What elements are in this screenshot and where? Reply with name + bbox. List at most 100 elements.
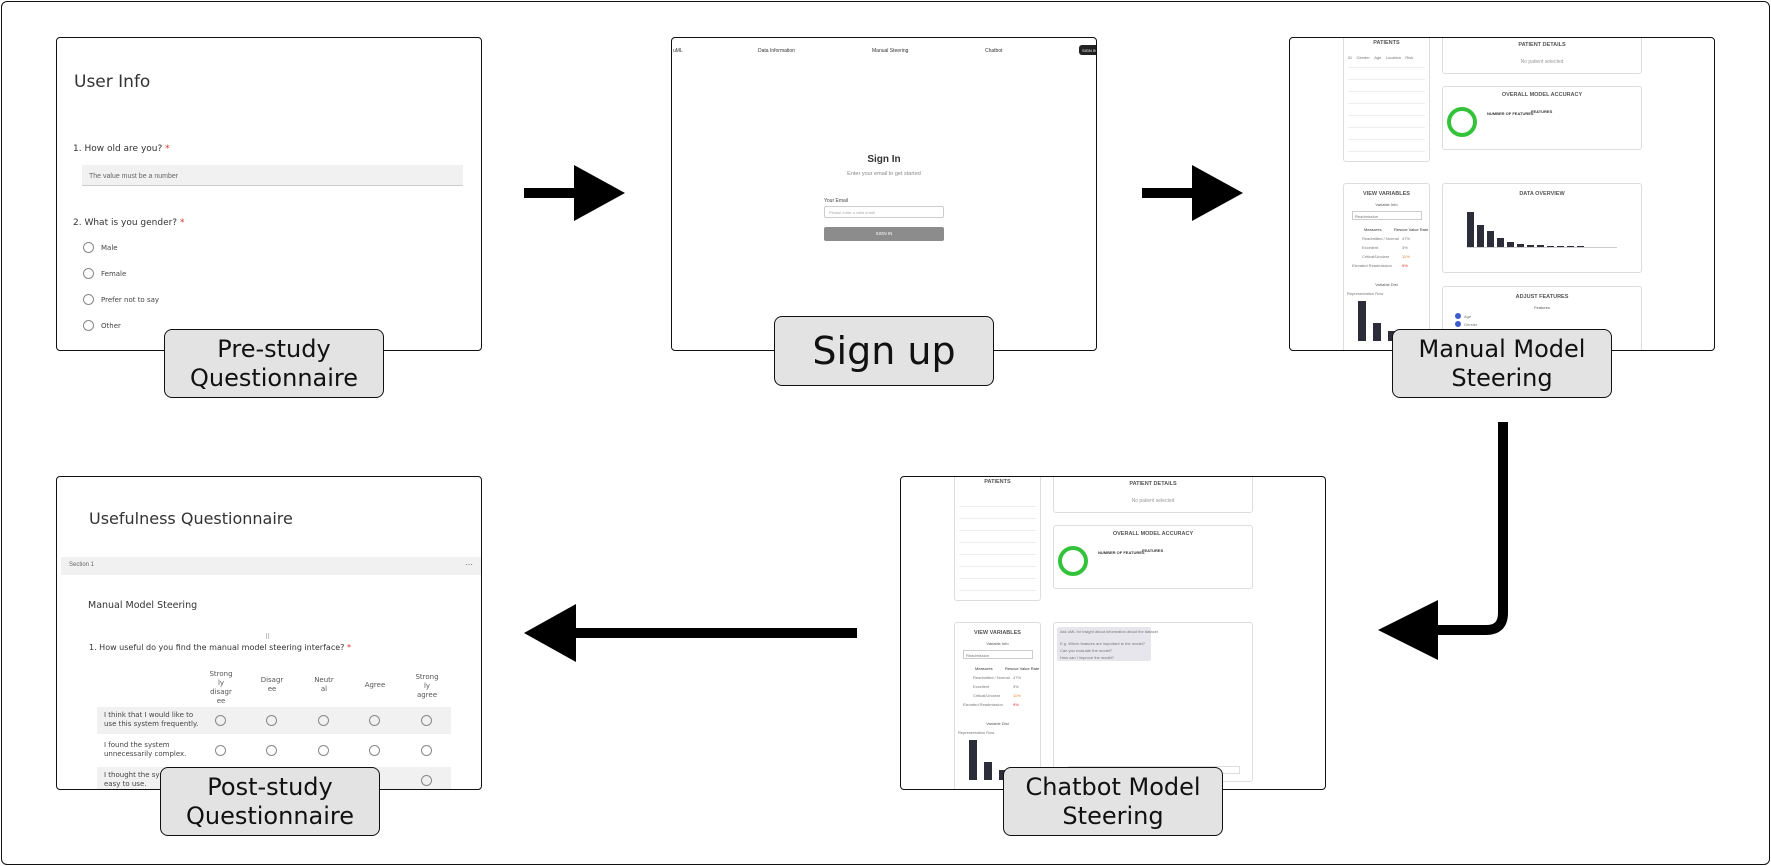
table-row[interactable]	[1348, 79, 1425, 80]
row-statement: I found the system unnecessarily complex…	[104, 741, 187, 758]
col-strongly-disagree: Strong ly disagr ee	[209, 670, 233, 705]
arrow-right-2	[1142, 165, 1243, 221]
table-row[interactable]	[959, 518, 1036, 519]
gender-checkbox-label: Gender	[1464, 322, 1478, 327]
features-label: FEATURES	[1531, 109, 1553, 114]
likert-radio[interactable]	[318, 745, 329, 756]
section-subtitle: Manual Model Steering	[88, 600, 198, 611]
caption-line: Questionnaire	[189, 363, 359, 392]
table-row[interactable]	[1348, 139, 1425, 140]
likert-radio[interactable]	[215, 715, 226, 726]
likert-radio[interactable]	[318, 715, 329, 726]
caption-line: Steering	[1062, 801, 1164, 830]
nav-data-info[interactable]: Data Information	[758, 48, 795, 54]
likert-radio[interactable]	[421, 775, 432, 786]
table-row[interactable]	[1348, 151, 1425, 152]
variable-select[interactable]: Readmission	[963, 650, 1033, 659]
likert-radio[interactable]	[421, 715, 432, 726]
section-menu-icon[interactable]: ⋯	[465, 560, 473, 569]
likert-radio[interactable]	[215, 745, 226, 756]
form-title: User Info	[74, 72, 151, 92]
features-sub-label: Features	[1534, 305, 1550, 310]
accuracy-donut	[1058, 546, 1088, 576]
col-strongly-agree: Strong ly agree	[415, 673, 439, 699]
drag-handle-icon[interactable]: ⠿	[265, 634, 271, 641]
measures-header: Measures	[1364, 227, 1382, 232]
radio-male[interactable]	[83, 242, 94, 253]
table-row[interactable]	[959, 554, 1036, 555]
chat-example: How can I improve the model?	[1060, 655, 1115, 660]
view-variables-card: VIEW VARIABLES Variable Info Readmission…	[1343, 183, 1430, 350]
chart-bar	[1537, 245, 1544, 247]
chart-bar	[1577, 246, 1584, 247]
gender-checkbox[interactable]	[1455, 321, 1461, 327]
patient-details-title: PATIENT DETAILS	[1129, 481, 1177, 487]
section-bar: Section 1 ⋯	[61, 557, 481, 575]
email-input[interactable]: Please enter a valid email	[824, 206, 944, 218]
table-row[interactable]	[959, 542, 1036, 543]
likert-radio[interactable]	[369, 715, 380, 726]
table-row[interactable]	[959, 578, 1036, 579]
radio-female[interactable]	[83, 268, 94, 279]
table-row[interactable]	[959, 506, 1036, 507]
col-id: ID	[1348, 55, 1352, 60]
table-row[interactable]	[959, 590, 1036, 591]
table-row[interactable]	[1348, 127, 1425, 128]
caption-line: Steering	[1451, 363, 1553, 392]
chat-bubble: Ask uML for insight about information ab…	[1057, 627, 1158, 661]
arrow-shaft	[524, 188, 584, 198]
likert-radio[interactable]	[266, 745, 277, 756]
table-row[interactable]	[1348, 103, 1425, 104]
measure-name: Excellent	[1362, 245, 1379, 250]
likert-radio[interactable]	[421, 745, 432, 756]
chart-bar	[1497, 237, 1504, 247]
chart-bar	[1527, 244, 1534, 247]
arrow-head	[574, 165, 625, 221]
manual-steering-panel: PATIENTS ID Gender Age Location Risk PAT…	[1289, 37, 1715, 351]
measure-name: Elevated Readmission	[963, 702, 1003, 707]
nav-chatbot[interactable]: Chatbot	[985, 48, 1003, 54]
variable-dist-label: Variable Dist	[986, 721, 1009, 726]
option-female: Female	[101, 270, 127, 278]
nav-sign-in-button[interactable]: SIGN IN	[1079, 45, 1096, 55]
arrow-down-left	[1378, 422, 1508, 660]
arrow-left	[524, 604, 857, 662]
table-row[interactable]	[1348, 115, 1425, 116]
question-1-label: 1. How useful do you find the manual mod…	[89, 643, 345, 652]
nav-logo[interactable]: uML	[673, 48, 683, 54]
no-patient-text: No patient selected	[1131, 498, 1175, 504]
view-variables-title: VIEW VARIABLES	[974, 630, 1021, 636]
measure-name: Readmitted / Normal	[1362, 236, 1399, 241]
age-checkbox-label: Age	[1464, 314, 1472, 319]
question-1-label: 1. How old are you?	[73, 144, 163, 154]
chart-bar	[1487, 231, 1494, 247]
col-risk: Risk	[1405, 55, 1414, 60]
variable-select[interactable]: Readmission	[1352, 211, 1422, 220]
col-neutral: Neutr al	[314, 676, 334, 693]
email-label: Your Email	[824, 198, 848, 204]
option-other: Other	[101, 322, 121, 330]
table-row[interactable]	[1348, 91, 1425, 92]
option-male: Male	[101, 244, 118, 252]
pre-study-panel: User Info 1. How old are you? * The valu…	[56, 37, 482, 351]
caption-sign-up: Sign up	[774, 316, 994, 386]
chart-bar	[1477, 224, 1484, 247]
table-row[interactable]	[959, 530, 1036, 531]
likert-radio[interactable]	[369, 745, 380, 756]
caption-line: Post-study	[207, 772, 333, 801]
accuracy-title: OVERALL MODEL ACCURACY	[1501, 92, 1583, 98]
likert-radio[interactable]	[266, 715, 277, 726]
age-checkbox[interactable]	[1455, 313, 1461, 319]
sign-in-button[interactable]: SIGN IN	[824, 227, 944, 241]
nav-manual[interactable]: Manual Steering	[872, 48, 909, 54]
radio-other[interactable]	[83, 320, 94, 331]
question-2: 2. What is you gender? *	[73, 218, 184, 228]
table-row[interactable]	[1348, 67, 1425, 68]
table-row[interactable]	[959, 566, 1036, 567]
measure-name: Critical/Unclear	[1362, 254, 1390, 259]
accuracy-donut	[1447, 107, 1477, 137]
radio-prefer-not[interactable]	[83, 294, 94, 305]
age-input[interactable]: The value must be a number	[82, 165, 463, 186]
